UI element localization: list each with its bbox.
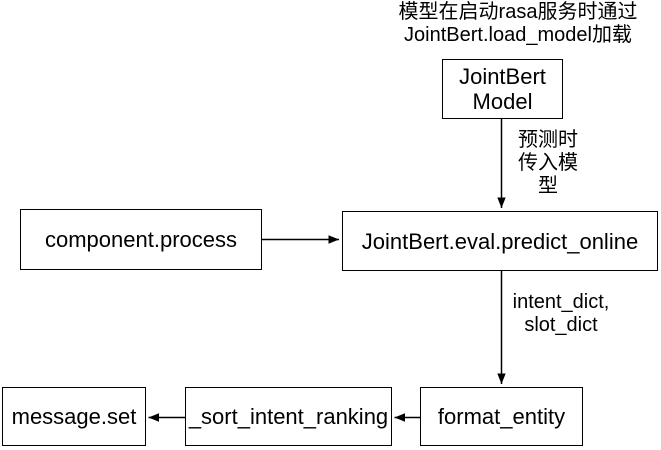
node-jointbert-eval-predict-online-label: JointBert.eval.predict_online (361, 228, 639, 254)
node-sort-intent-ranking-label: _sort_intent_ranking (188, 404, 389, 429)
node-message-set: message.set (2, 387, 146, 446)
annotation-load-note: 模型在启动rasa服务时通过 JointBert.load_model加载 (398, 1, 638, 46)
node-component-process-label: component.process (45, 227, 237, 252)
annotation-predict-input: 预测时 传入模 型 (518, 129, 578, 197)
node-sort-intent-ranking: _sort_intent_ranking (185, 387, 392, 446)
node-jointbert-model-label: JointBert Model (459, 64, 546, 114)
node-jointbert-model: JointBert Model (442, 59, 563, 119)
node-message-set-label: message.set (11, 404, 137, 429)
node-component-process: component.process (20, 209, 262, 270)
annotation-dict-output: intent_dict, slot_dict (512, 291, 610, 336)
node-format-entity: format_entity (420, 387, 583, 446)
node-format-entity-label: format_entity (437, 404, 566, 429)
node-jointbert-eval-predict-online: JointBert.eval.predict_online (342, 211, 658, 271)
